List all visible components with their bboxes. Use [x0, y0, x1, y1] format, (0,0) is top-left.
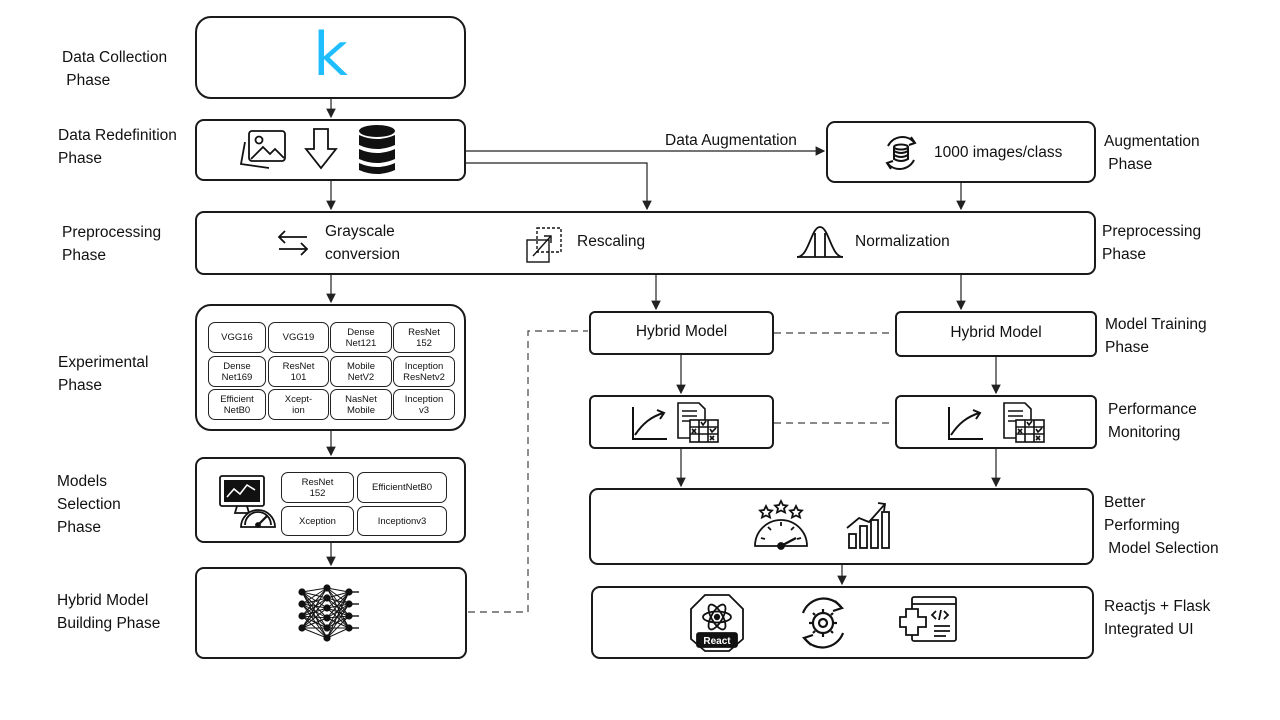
label-preprocessing-phase-right: Preprocessing Phase [1102, 223, 1202, 263]
experimental-box: VGG16 VGG19 Dense Net121 ResNet 152 Dens… [195, 304, 466, 431]
edge-label-data-augmentation: Data Augmentation [665, 132, 797, 149]
monitor-gauge-icon [219, 475, 276, 528]
normal-distribution-icon [796, 226, 844, 258]
gear-refresh-icon [801, 597, 845, 649]
normalization-label: Normalization [855, 233, 950, 250]
model-cell: Efficient NetB0 [208, 389, 266, 420]
grayscale-conversion-label: Grayscale conversion [325, 223, 400, 263]
model-cell: NasNet Mobile [330, 389, 392, 420]
model-cell: ResNet 101 [268, 356, 329, 387]
model-cell: Dense Net169 [208, 356, 266, 387]
performance-monitor-box-left [589, 395, 774, 449]
selected-model-cell: Xception [281, 506, 354, 536]
model-cell: VGG16 [208, 322, 266, 353]
label-preprocessing-phase-left: Preprocessing Phase [62, 224, 162, 264]
hybrid-model-box-left: Hybrid Model [589, 311, 774, 355]
models-selection-box: ResNet 152 EfficientNetB0 Xception Incep… [195, 457, 466, 543]
selected-model-cell: Inceptionv3 [357, 506, 447, 536]
rescaling-label: Rescaling [577, 233, 646, 250]
dashed-hybrid-building-to-hybrid-left [468, 330, 588, 613]
swap-arrows-icon [277, 230, 309, 256]
down-arrow-icon [304, 128, 338, 170]
model-cell: ResNet 152 [393, 322, 455, 353]
neural-network-icon [298, 584, 359, 642]
hybrid-model-building-box [195, 567, 467, 659]
rating-gauge-icon [754, 498, 808, 550]
data-collection-box: k [195, 16, 466, 99]
database-icon [359, 125, 395, 174]
label-reactjs-flask-ui: Reactjs + Flask Integrated UI [1104, 598, 1211, 638]
performance-monitor-box-right [895, 395, 1097, 449]
augmentation-box-text: 1000 images/class [934, 144, 1063, 161]
selected-model-cell: ResNet 152 [281, 472, 354, 503]
label-better-performing-model-selection: Better Performing Model Selection [1104, 494, 1219, 557]
better-performing-selection-box [589, 488, 1094, 565]
arrow-redefinition-to-preprocessing-right [466, 162, 652, 211]
model-cell: Inception ResNetv2 [393, 356, 455, 387]
flask-code-window-icon [899, 596, 957, 642]
line-chart-icon [948, 407, 983, 440]
model-cell: VGG19 [268, 322, 329, 353]
spreadsheet-icon [1003, 402, 1045, 443]
line-chart-icon [632, 407, 667, 440]
model-cell: Inception v3 [393, 389, 455, 420]
data-redefinition-box [195, 119, 466, 181]
kaggle-logo: k [313, 20, 348, 90]
model-cell: Xcept- ion [268, 389, 329, 420]
react-logo-icon: React [690, 594, 744, 652]
label-model-training-phase: Model Training Phase [1105, 316, 1207, 356]
label-hybrid-model-building-phase: Hybrid Model Building Phase [57, 592, 161, 632]
hybrid-model-box-right: Hybrid Model [895, 311, 1097, 357]
label-experimental-phase: Experimental Phase [58, 354, 149, 394]
growth-bar-chart-icon [846, 502, 890, 549]
label-data-collection-phase: Data Collection Phase [62, 49, 168, 89]
augmentation-box: 1000 images/class [826, 121, 1096, 183]
label-performance-monitoring: Performance Monitoring [1108, 401, 1197, 441]
preprocessing-box: Grayscale conversion Rescaling Normaliza… [195, 211, 1096, 275]
model-cell: Dense Net121 [330, 322, 392, 353]
label-augmentation-phase: Augmentation Phase [1104, 133, 1200, 173]
label-data-redefinition-phase: Data Redefinition Phase [58, 127, 177, 167]
react-badge-text: React [703, 636, 731, 647]
label-models-selection-phase: Models Selection Phase [57, 473, 121, 536]
react-flask-ui-box: React [591, 586, 1094, 659]
spreadsheet-icon [677, 402, 719, 443]
rescale-icon [526, 227, 562, 263]
hybrid-model-right-label: Hybrid Model [950, 324, 1042, 341]
selected-model-cell: EfficientNetB0 [357, 472, 447, 503]
hybrid-model-left-label: Hybrid Model [635, 323, 728, 340]
rotate-database-icon [885, 136, 917, 170]
images-icon [239, 130, 286, 169]
model-cell: Mobile NetV2 [330, 356, 392, 387]
